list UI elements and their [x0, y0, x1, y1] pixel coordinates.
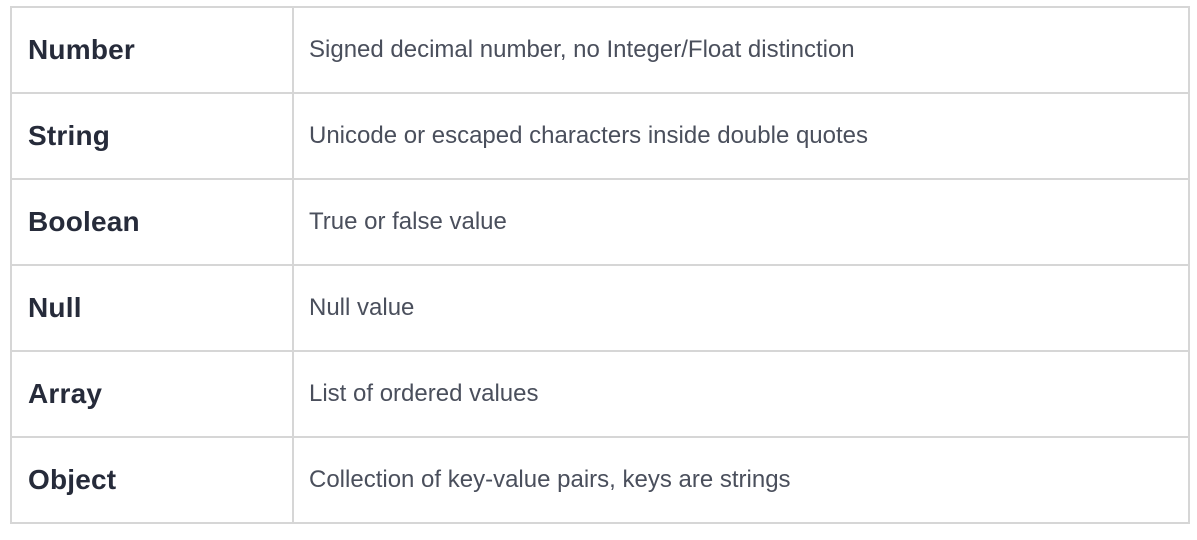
- table-row: Object Collection of key-value pairs, ke…: [10, 436, 1190, 524]
- type-description: Unicode or escaped characters inside dou…: [292, 92, 1190, 180]
- table-row: Boolean True or false value: [10, 178, 1190, 266]
- type-description: List of ordered values: [292, 350, 1190, 438]
- table-row: Number Signed decimal number, no Integer…: [10, 6, 1190, 94]
- type-description: Signed decimal number, no Integer/Float …: [292, 6, 1190, 94]
- type-name: Object: [10, 436, 294, 524]
- type-name: Boolean: [10, 178, 294, 266]
- type-description: True or false value: [292, 178, 1190, 266]
- type-name: Array: [10, 350, 294, 438]
- table-row: Null Null value: [10, 264, 1190, 352]
- type-name: Null: [10, 264, 294, 352]
- type-description: Collection of key-value pairs, keys are …: [292, 436, 1190, 524]
- table-row: String Unicode or escaped characters ins…: [10, 92, 1190, 180]
- type-name: Number: [10, 6, 294, 94]
- table-row: Array List of ordered values: [10, 350, 1190, 438]
- type-description: Null value: [292, 264, 1190, 352]
- data-types-table: Number Signed decimal number, no Integer…: [10, 6, 1190, 524]
- type-name: String: [10, 92, 294, 180]
